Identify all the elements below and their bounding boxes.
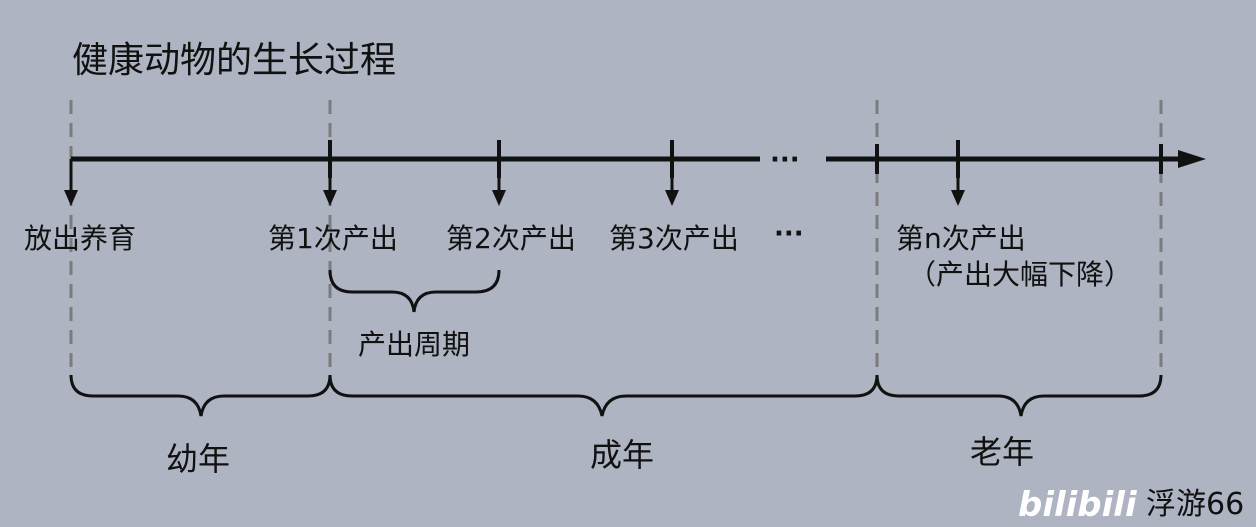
diagram-title: 健康动物的生长过程	[72, 40, 396, 81]
arrow-output1	[323, 159, 337, 206]
label-output1: 第1次产出	[268, 222, 398, 255]
brace-young	[69, 374, 332, 417]
bilibili-watermark: bilibili 浮游66	[1018, 485, 1244, 525]
watermark-author: 浮游66	[1146, 487, 1244, 522]
bilibili-logo: bilibili	[1018, 485, 1138, 525]
stage-label-young: 幼年	[166, 440, 230, 478]
label-release: 放出养育	[24, 222, 136, 255]
label-output-cycle: 产出周期	[358, 328, 470, 361]
brace-adult	[328, 374, 879, 417]
label-output3: 第3次产出	[609, 222, 739, 255]
stage-label-adult: 成年	[590, 436, 654, 474]
label-outputN-note: （产出大幅下降）	[908, 258, 1132, 291]
axis-arrowhead	[1178, 150, 1206, 168]
axis-ellipsis: ···	[770, 145, 800, 175]
arrow-output3	[665, 159, 679, 206]
label-ellipsis: ···	[774, 219, 804, 249]
arrow-release	[64, 159, 78, 206]
label-outputN: 第n次产出	[896, 222, 1026, 255]
arrow-output2	[492, 159, 506, 206]
event-arrows	[64, 159, 965, 206]
brace-output-cycle	[328, 269, 501, 313]
stage-label-old: 老年	[970, 433, 1034, 471]
label-output2: 第2次产出	[446, 222, 576, 255]
arrow-outputN	[951, 159, 965, 206]
brace-old	[875, 374, 1163, 417]
